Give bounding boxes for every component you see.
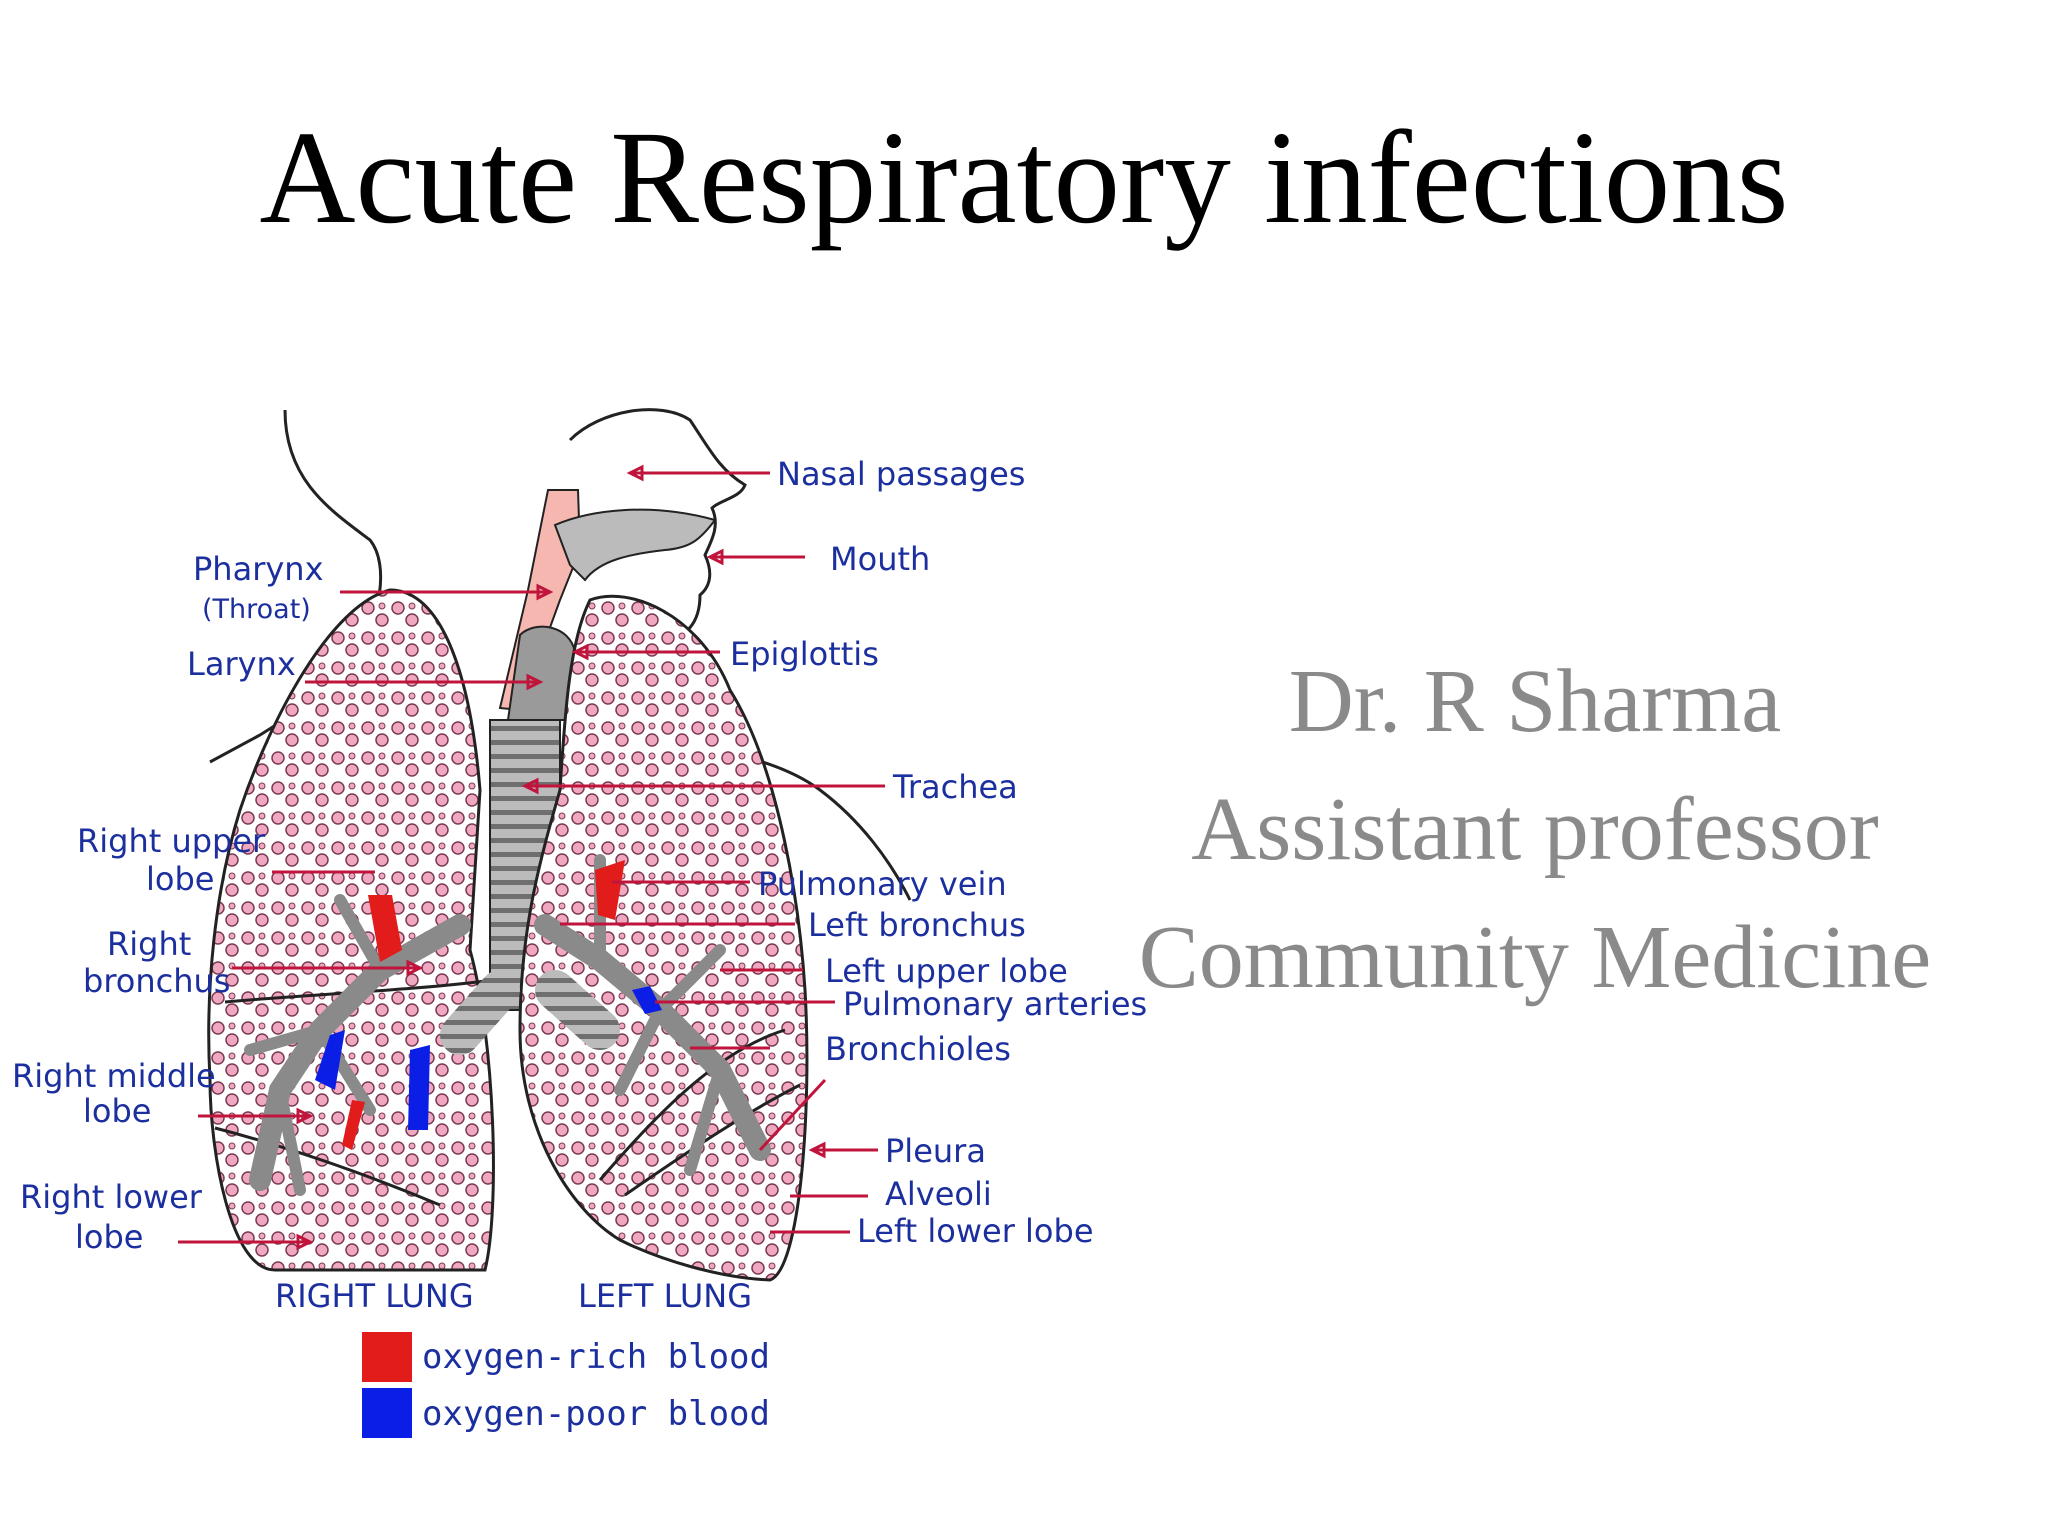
label-left-upper-lobe: Left upper lobe <box>825 952 1068 990</box>
label-alveoli: Alveoli <box>885 1175 992 1213</box>
legend-swatch-oxygen-poor <box>362 1388 412 1438</box>
presenter-position: Assistant professor <box>1191 780 1879 879</box>
label-pharynx: Pharynx <box>193 550 324 588</box>
respiratory-system-diagram: Nasal passages Mouth Pharynx (Throat) Ep… <box>12 408 1147 1438</box>
label-epiglottis: Epiglottis <box>730 635 879 673</box>
palate-shape <box>553 508 717 582</box>
label-right-bronchus-2: bronchus <box>83 962 230 1000</box>
left-lung <box>518 594 809 1282</box>
right-pulmonary-artery <box>315 1030 345 1090</box>
right-pulmonary-vein <box>368 895 402 962</box>
right-lung <box>207 588 495 1272</box>
slide-title: Acute Respiratory infections <box>259 103 1789 251</box>
label-pulmonary-vein: Pulmonary vein <box>758 865 1007 903</box>
label-right-upper-lobe-1: Right upper <box>77 822 266 860</box>
label-left-lung: LEFT LUNG <box>578 1277 752 1315</box>
leader-lines <box>178 464 885 1251</box>
label-right-lower-lobe-1: Right lower <box>20 1178 203 1216</box>
label-bronchioles: Bronchioles <box>825 1030 1011 1068</box>
label-right-middle-lobe-1: Right middle <box>12 1057 216 1095</box>
label-right-lower-lobe-2: lobe <box>75 1218 143 1256</box>
legend: oxygen-rich blood oxygen-poor blood <box>362 1332 770 1438</box>
label-throat: (Throat) <box>202 594 311 625</box>
label-pleura: Pleura <box>885 1132 986 1170</box>
label-right-bronchus-1: Right <box>107 925 191 963</box>
presenter-block: Dr. R Sharma Assistant professor Communi… <box>1110 638 1960 1022</box>
left-pulmonary-vein <box>595 860 625 920</box>
label-pulmonary-arteries: Pulmonary arteries <box>843 985 1147 1023</box>
presenter-department: Community Medicine <box>1138 908 1932 1007</box>
label-trachea: Trachea <box>892 768 1018 806</box>
legend-swatch-oxygen-rich <box>362 1332 412 1382</box>
label-left-bronchus: Left bronchus <box>808 906 1026 944</box>
label-right-upper-lobe-2: lobe <box>146 860 214 898</box>
bronchi <box>440 970 620 1055</box>
label-nasal-passages: Nasal passages <box>777 455 1025 493</box>
label-right-lung: RIGHT LUNG <box>275 1277 474 1315</box>
label-left-lower-lobe: Left lower lobe <box>857 1212 1094 1250</box>
legend-label-oxygen-rich: oxygen-rich blood <box>422 1337 770 1377</box>
label-mouth: Mouth <box>830 540 930 578</box>
presenter-name: Dr. R Sharma <box>1288 652 1782 751</box>
legend-label-oxygen-poor: oxygen-poor blood <box>422 1394 770 1434</box>
left-pulmonary-artery <box>632 986 662 1014</box>
label-larynx: Larynx <box>187 645 296 683</box>
label-right-middle-lobe-2: lobe <box>83 1092 151 1130</box>
